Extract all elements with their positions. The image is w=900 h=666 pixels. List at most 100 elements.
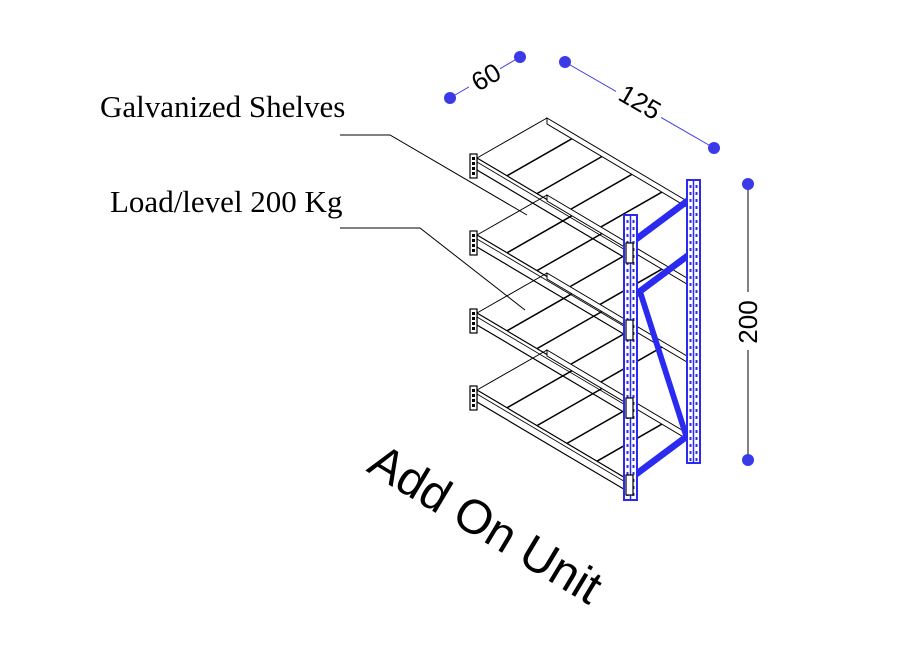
height-value: 200 [733, 300, 763, 343]
diagonal-brace [636, 289, 691, 441]
upright-hole [695, 269, 698, 272]
connector-hole [472, 327, 475, 330]
horizontal-brace [636, 431, 689, 478]
upright-hole [632, 395, 635, 398]
front-beam [476, 311, 628, 416]
beam-connector [625, 319, 634, 341]
upright-hole [689, 437, 692, 440]
upright-hole [689, 458, 692, 461]
unit-title: Add On Unit [360, 435, 611, 615]
upright-hole [632, 423, 635, 426]
upright-hole [689, 395, 692, 398]
connector-hole [472, 312, 475, 315]
upright-hole [695, 290, 698, 293]
upright-hole [695, 402, 698, 405]
connector-hole [472, 172, 475, 175]
upright-hole [695, 304, 698, 307]
upright-hole [695, 360, 698, 363]
upright-hole [632, 346, 635, 349]
beam-connector [625, 242, 634, 264]
upright-hole [695, 409, 698, 412]
upright-hole [626, 465, 629, 468]
connector-hole [472, 239, 475, 242]
upright-hole [689, 283, 692, 286]
upright-hole [632, 353, 635, 356]
upright-hole [632, 472, 635, 475]
upright-hole [695, 353, 698, 356]
shelf-level [469, 117, 698, 261]
upright-hole [626, 297, 629, 300]
connector-hole [472, 322, 475, 325]
upright-hole [626, 220, 629, 223]
connector-hole [472, 162, 475, 165]
upright-hole [626, 346, 629, 349]
upright-hole [689, 381, 692, 384]
upright-hole [689, 367, 692, 370]
upright-hole [626, 304, 629, 307]
upright-hole [689, 451, 692, 454]
deck-panel-seam [506, 212, 578, 254]
upright-hole [689, 339, 692, 342]
upright-hole [695, 444, 698, 447]
upright-hole [632, 311, 635, 314]
upright-hole [695, 213, 698, 216]
upright-hole [632, 283, 635, 286]
upright-hole [626, 451, 629, 454]
upright-hole [695, 276, 698, 279]
upright-hole [689, 234, 692, 237]
beam-connector [469, 153, 478, 179]
deck-panel-seam [536, 152, 608, 195]
upright-hole [695, 248, 698, 251]
upright-hole [695, 451, 698, 454]
upright-hole [626, 423, 629, 426]
upright-hole [689, 374, 692, 377]
beam-connector [469, 308, 478, 334]
upright-hole [626, 276, 629, 279]
upright-hole [689, 262, 692, 265]
upright-hole [626, 381, 629, 384]
connector-hole [472, 317, 475, 320]
upright-hole [695, 346, 698, 349]
upright-hole [632, 304, 635, 307]
upright-hole [689, 199, 692, 202]
upright-hole [626, 395, 629, 398]
upright-hole [632, 220, 635, 223]
upright-hole [689, 255, 692, 258]
upright-hole [632, 374, 635, 377]
upright-hole [626, 269, 629, 272]
upright-hole [632, 444, 635, 447]
deck-panel-seam [566, 170, 638, 213]
upright-hole [689, 220, 692, 223]
upright-hole [626, 290, 629, 293]
upright-hole [695, 227, 698, 230]
upright-hole [626, 367, 629, 370]
depth-dimension: 60 [444, 51, 526, 104]
upright-hole [695, 206, 698, 209]
upright-hole [695, 423, 698, 426]
upright-hole [689, 353, 692, 356]
upright-hole [695, 395, 698, 398]
upright-hole [695, 332, 698, 335]
deck-panel-seam [506, 290, 578, 332]
upright-hole [695, 318, 698, 321]
shelf-side-edge [476, 117, 548, 159]
upright-hole [626, 234, 629, 237]
beam-connector [469, 385, 478, 411]
upright-hole [626, 472, 629, 475]
front-beam [476, 233, 628, 338]
upright-hole [695, 367, 698, 370]
upright-hole [695, 381, 698, 384]
connector-hole [472, 167, 475, 170]
connector-hole [472, 234, 475, 237]
front-upright [623, 214, 638, 501]
upright-hole [689, 318, 692, 321]
upright-hole [695, 437, 698, 440]
upright-hole [626, 388, 629, 391]
upright-hole [695, 388, 698, 391]
upright-hole [689, 206, 692, 209]
upright-hole [632, 388, 635, 391]
upright-hole [695, 185, 698, 188]
upright-hole [626, 444, 629, 447]
connector-hole [472, 249, 475, 252]
